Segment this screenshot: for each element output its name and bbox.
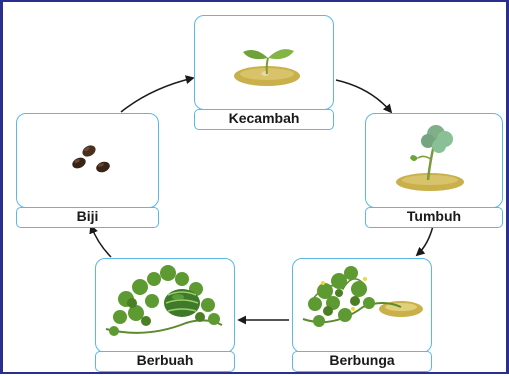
arrow-berbuah-to-biji: [89, 224, 112, 258]
stage-tumbuh-label: Tumbuh: [365, 207, 503, 228]
growing-plant-illustration: [396, 125, 464, 191]
stage-biji-label: Biji: [16, 207, 159, 228]
stage-berbunga-box: [292, 258, 432, 353]
stage-tumbuh-box: [365, 113, 503, 208]
sprout-illustration: [234, 49, 300, 86]
seeds-illustration: [72, 145, 110, 173]
stage-kecambah-label: Kecambah: [194, 109, 334, 130]
flowering-plant-illustration: [302, 266, 423, 327]
stage-kecambah-box: [194, 15, 334, 110]
arrow-biji-to-kecambah: [120, 75, 195, 113]
stage-berbuah-label: Berbuah: [95, 351, 235, 372]
stage-biji-box: [16, 113, 159, 208]
arrow-tumbuh-to-berbunga: [415, 225, 434, 257]
cycle-arrows: [89, 75, 434, 325]
fruiting-plant-illustration: [105, 265, 223, 336]
arrow-kecambah-to-tumbuh: [335, 79, 393, 114]
stage-berbuah-box: [95, 258, 235, 353]
stage-berbunga-label: Berbunga: [292, 351, 432, 372]
